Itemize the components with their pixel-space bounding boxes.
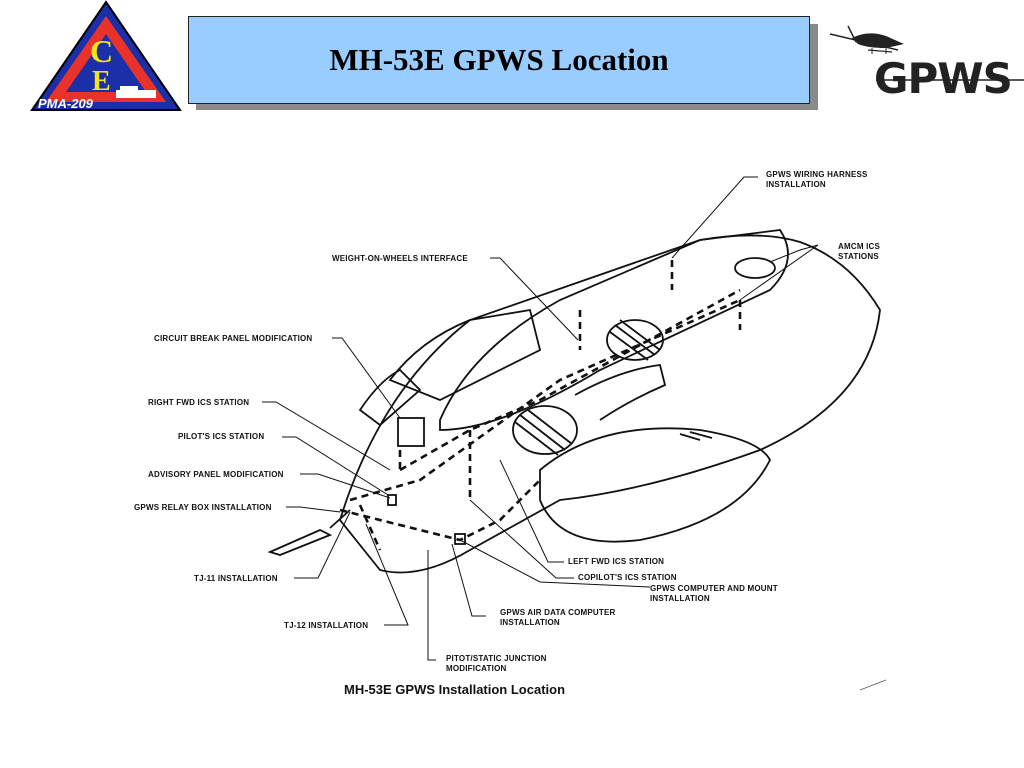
label-right-fwd-ics: RIGHT FWD ICS STATION [148, 398, 250, 407]
label-tj12: TJ-12 INSTALLATION [284, 621, 369, 630]
label-wiring-harness: GPWS WIRING HARNESS INSTALLATION [766, 170, 868, 189]
title-box: MH-53E GPWS Location [188, 16, 810, 104]
diagram-caption: MH-53E GPWS Installation Location [344, 682, 566, 697]
label-circuit-break: CIRCUIT BREAK PANEL MODIFICATION [154, 334, 313, 343]
svg-text:C: C [90, 33, 113, 69]
label-copilots-ics: COPILOT'S ICS STATION [578, 573, 677, 582]
label-amcm-ics: AMCM ICS STATIONS [838, 242, 881, 261]
label-relay-box: GPWS RELAY BOX INSTALLATION [134, 503, 272, 512]
logo-text: PMA-209 [38, 96, 93, 111]
label-air-data-computer: GPWS AIR DATA COMPUTER INSTALLATION [500, 608, 616, 627]
pma-209-logo: C E [30, 0, 182, 111]
svg-text:E: E [92, 66, 111, 97]
page-title: MH-53E GPWS Location [329, 42, 669, 77]
label-left-fwd-ics: LEFT FWD ICS STATION [568, 557, 665, 566]
label-weight-on-wheels: WEIGHT-ON-WHEELS INTERFACE [332, 254, 468, 263]
helicopter-installation-diagram [262, 176, 887, 691]
label-pilots-ics: PILOT'S ICS STATION [178, 432, 265, 441]
gpws-brand: GPWS [874, 54, 1013, 103]
label-tj11: TJ-11 INSTALLATION [194, 574, 278, 583]
label-advisory-panel: ADVISORY PANEL MODIFICATION [148, 470, 284, 479]
label-computer-mount: GPWS COMPUTER AND MOUNT INSTALLATION [650, 584, 778, 603]
helicopter-icon [829, 25, 1024, 81]
label-pitot-static: PITOT/STATIC JUNCTION MODIFICATION [446, 654, 547, 673]
